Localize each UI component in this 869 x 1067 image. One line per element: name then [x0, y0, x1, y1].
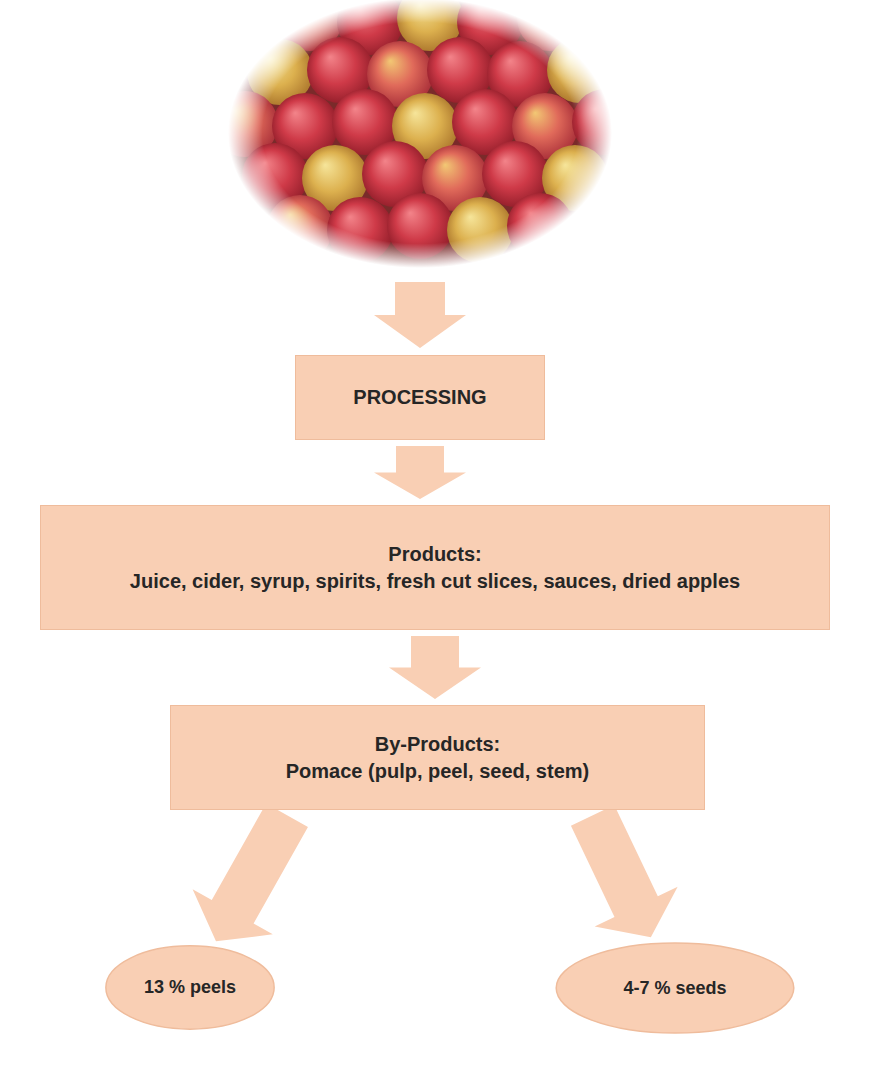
ellipse-shape: [556, 943, 794, 1033]
block-arrow: [374, 446, 466, 499]
byproduct-box: By-Products:Pomace (pulp, peel, seed, st…: [170, 705, 705, 810]
box-text: Pomace (pulp, peel, seed, stem): [286, 758, 589, 785]
product-box: Products:Juice, cider, syrup, spirits, f…: [40, 505, 830, 630]
block-arrow: [571, 805, 678, 937]
fraction-ellipse: 4-7 % seeds: [555, 942, 795, 1034]
apple-pile: [212, 0, 643, 270]
box-text: 4-7 % seeds: [623, 976, 726, 1000]
apple: [447, 197, 513, 263]
apple: [572, 89, 638, 155]
apple: [387, 193, 453, 259]
block-arrow: [389, 636, 481, 699]
box-text: PROCESSING: [353, 384, 486, 411]
apple: [327, 197, 393, 263]
apple: [507, 193, 573, 259]
block-arrow: [193, 803, 308, 941]
ellipse-shape: [106, 946, 274, 1029]
flow-arrow: [374, 282, 466, 348]
apple: [267, 195, 333, 261]
box-heading: Products:: [388, 541, 481, 568]
box-text: 13 % peels: [144, 975, 236, 999]
box-text: Juice, cider, syrup, spirits, fresh cut …: [130, 568, 740, 595]
fraction-ellipse: 13 % peels: [105, 945, 275, 1030]
box-heading: By-Products:: [375, 731, 501, 758]
process-box: PROCESSING: [295, 355, 545, 440]
